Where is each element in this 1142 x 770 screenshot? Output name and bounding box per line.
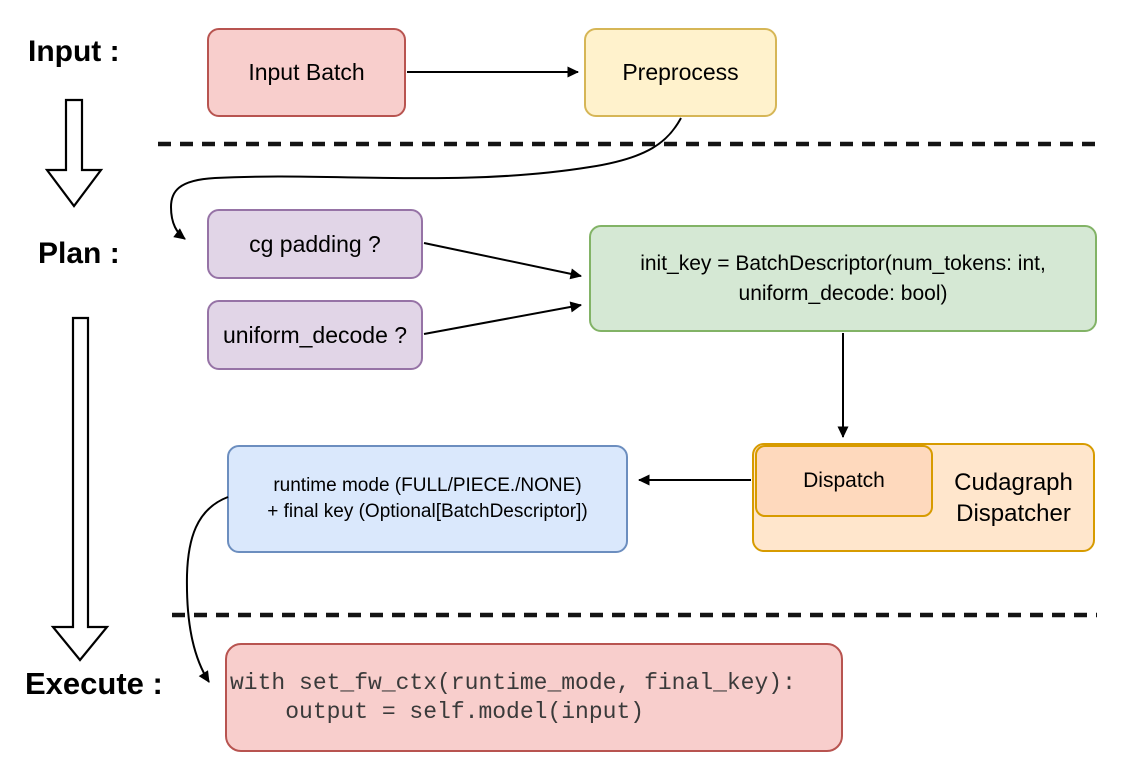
node-init-key-line1: init_key = BatchDescriptor(num_tokens: i… xyxy=(640,251,1046,275)
execute-code-line1: with set_fw_ctx(runtime_mode, final_key)… xyxy=(230,669,796,696)
node-input-batch: Input Batch xyxy=(207,28,406,117)
node-cudagraph-dispatcher-line2: Dispatcher xyxy=(956,499,1071,527)
node-cudagraph-dispatcher-label: Cudagraph Dispatcher xyxy=(934,445,1093,550)
node-execute-code: with set_fw_ctx(runtime_mode, final_key)… xyxy=(225,643,843,752)
flow-arrow-plan-to-execute xyxy=(50,316,110,662)
node-preprocess-label: Preprocess xyxy=(622,59,739,85)
node-input-batch-label: Input Batch xyxy=(248,59,365,85)
stage-label-input: Input : xyxy=(28,35,120,68)
node-preprocess: Preprocess xyxy=(584,28,777,117)
node-init-key: init_key = BatchDescriptor(num_tokens: i… xyxy=(589,225,1097,332)
node-cg-padding-label: cg padding ? xyxy=(249,230,381,257)
node-init-key-line2: uniform_decode: bool) xyxy=(738,281,948,305)
flow-arrow-input-to-plan xyxy=(44,98,104,208)
stage-label-plan: Plan : xyxy=(38,237,120,270)
node-cudagraph-dispatcher-line1: Cudagraph xyxy=(954,468,1073,496)
node-runtime-mode: runtime mode (FULL/PIECE./NONE) + final … xyxy=(227,445,628,553)
execute-code-line2: output = self.model(input) xyxy=(230,698,645,725)
node-runtime-mode-line1: runtime mode (FULL/PIECE./NONE) xyxy=(273,475,582,496)
node-runtime-mode-line2: + final key (Optional[BatchDescriptor]) xyxy=(267,501,588,522)
connector-runtime-mode-to-execute-code xyxy=(185,496,229,683)
stage-label-execute: Execute : xyxy=(25,666,163,701)
node-uniform-decode-label: uniform_decode ? xyxy=(222,321,408,348)
connector-cg-padding-to-init-key xyxy=(423,242,582,280)
node-dispatch: Dispatch xyxy=(755,445,933,517)
connector-uniform-decode-to-init-key xyxy=(423,301,582,335)
node-cg-padding: cg padding ? xyxy=(207,209,423,279)
node-dispatch-label: Dispatch xyxy=(803,469,885,492)
node-uniform-decode: uniform_decode ? xyxy=(207,300,423,370)
